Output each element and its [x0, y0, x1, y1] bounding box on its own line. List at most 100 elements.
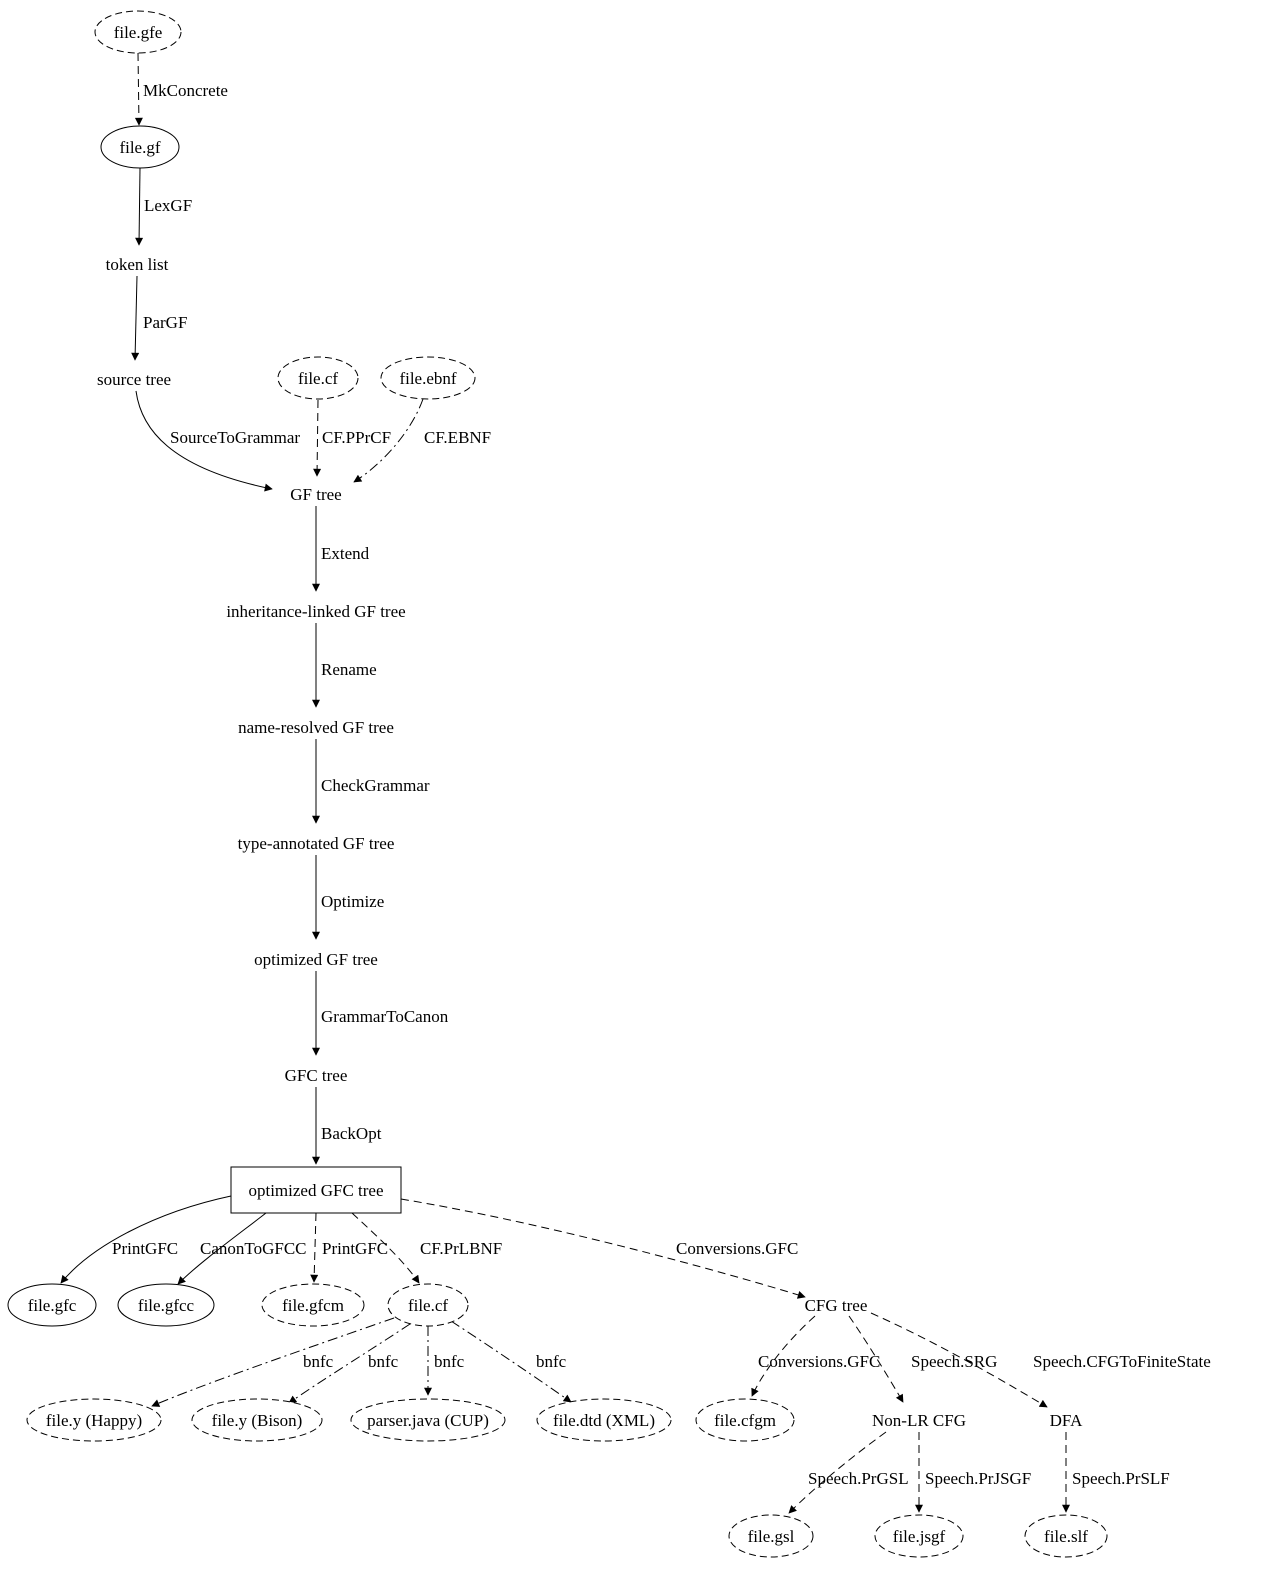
node-label: file.dtd (XML) [553, 1411, 655, 1430]
node-file-jsgf: file.jsgf [874, 1514, 964, 1558]
node-non-lr-cfg: Non-LR CFG [872, 1411, 966, 1430]
edge-label: Speech.SRG [911, 1352, 997, 1371]
node-token-list: token list [106, 255, 169, 274]
node-label: file.y (Happy) [46, 1411, 142, 1430]
node-ellipse [100, 125, 180, 169]
edge-file-cf-input-to-gf-tree: CF.PPrCF [313, 399, 391, 477]
node-label: file.cf [408, 1296, 448, 1315]
node-ellipse [380, 356, 476, 400]
edge-label: bnfc [536, 1352, 567, 1371]
edge-non-lr-cfg-to-file-gsl: Speech.PrGSL [788, 1431, 909, 1514]
node-label: DFA [1050, 1411, 1083, 1430]
edge-label: CF.PPrCF [322, 428, 391, 447]
edge-label: Speech.PrSLF [1072, 1469, 1170, 1488]
node-file-gfcm: file.gfcm [261, 1283, 365, 1327]
edge-file-cf-output-to-file-y-happy: bnfc [151, 1317, 395, 1407]
node-label: file.gfe [114, 23, 163, 42]
node-file-gf: file.gf [100, 125, 180, 169]
node-cfg-tree: CFG tree [805, 1296, 868, 1315]
node-file-y-happy: file.y (Happy) [26, 1398, 162, 1442]
edge-gf-tree-to-inheritance-linked-gf-tree: Extend [312, 506, 370, 592]
edge-label: MkConcrete [143, 81, 228, 100]
edge-file-ebnf-to-gf-tree: CF.EBNF [353, 398, 491, 483]
edge-label: Conversions.GFC [676, 1239, 798, 1258]
edge-label: bnfc [368, 1352, 399, 1371]
node-label: file.gfcc [138, 1296, 195, 1315]
edge-label: BackOpt [321, 1124, 382, 1143]
edge-line-solid [135, 390, 273, 492]
node-file-gfc: file.gfc [7, 1283, 97, 1327]
edge-optimized-gfc-tree-to-cfg-tree: Conversions.GFC [400, 1198, 806, 1299]
edge-line-dashed [400, 1198, 806, 1299]
edge-optimized-gfc-tree-to-file-gfcm: PrintGFC [310, 1212, 388, 1283]
node-label: file.cfgm [714, 1411, 776, 1430]
node-ellipse [350, 1398, 506, 1442]
edge-label: PrintGFC [112, 1239, 178, 1258]
node-label: file.gfcm [282, 1296, 344, 1315]
edge-cfg-tree-to-dfa: Speech.CFGToFiniteState [870, 1312, 1211, 1408]
node-type-annotated-gf-tree: type-annotated GF tree [238, 834, 395, 853]
edge-label: PrintGFC [322, 1239, 388, 1258]
edge-label: bnfc [434, 1352, 465, 1371]
edge-dfa-to-file-slf: Speech.PrSLF [1062, 1432, 1170, 1513]
edge-label: CF.EBNF [424, 428, 491, 447]
node-ellipse [387, 1283, 469, 1327]
edge-name-resolved-gf-tree-to-type-annotated-gf-tree: CheckGrammar [312, 739, 430, 824]
edge-label: SourceToGrammar [170, 428, 300, 447]
node-label: optimized GF tree [254, 950, 378, 969]
edge-gfc-tree-to-optimized-gfc-tree: BackOpt [312, 1087, 382, 1165]
node-label: file.gfc [28, 1296, 77, 1315]
node-label: name-resolved GF tree [238, 718, 394, 737]
node-optimized-gf-tree: optimized GF tree [254, 950, 378, 969]
edge-optimized-gfc-tree-to-file-gfcc: CanonToGFCC [177, 1212, 307, 1285]
node-file-gfcc: file.gfcc [117, 1283, 215, 1327]
node-label: CFG tree [805, 1296, 868, 1315]
edge-line-solid [177, 1212, 267, 1285]
node-file-dtd-xml: file.dtd (XML) [536, 1398, 672, 1442]
node-label: file.gsl [748, 1527, 795, 1546]
edge-label: CheckGrammar [321, 776, 430, 795]
edge-cfg-tree-to-file-cfgm: Conversions.GFC [751, 1315, 880, 1397]
node-ellipse [728, 1514, 814, 1558]
node-file-gsl: file.gsl [728, 1514, 814, 1558]
node-inheritance-linked-gf-tree: inheritance-linked GF tree [226, 602, 405, 621]
edge-line-solid [135, 167, 144, 246]
node-label: source tree [97, 370, 171, 389]
edge-label: Rename [321, 660, 377, 679]
edge-optimized-gfc-tree-to-file-cf-output: CF.PrLBNF [351, 1212, 502, 1284]
edge-label: CanonToGFCC [200, 1239, 307, 1258]
edge-source-tree-to-gf-tree: SourceToGrammar [135, 390, 300, 492]
node-ellipse [874, 1514, 964, 1558]
edge-file-gf-to-token-list: LexGF [135, 167, 192, 246]
node-label: file.y (Bison) [212, 1411, 303, 1430]
edge-line-dashed [848, 1315, 904, 1403]
node-label: file.gf [119, 138, 160, 157]
edge-optimized-gfc-tree-to-file-gfc: PrintGFC [60, 1195, 232, 1284]
edge-label: Speech.PrGSL [808, 1469, 909, 1488]
edge-file-cf-output-to-file-y-bison: bnfc [288, 1323, 411, 1404]
edge-type-annotated-gf-tree-to-optimized-gf-tree: Optimize [312, 855, 384, 940]
node-ellipse [26, 1398, 162, 1442]
node-file-slf: file.slf [1024, 1514, 1108, 1558]
node-label: file.jsgf [893, 1527, 946, 1546]
edge-label: Optimize [321, 892, 384, 911]
edge-inheritance-linked-gf-tree-to-name-resolved-gf-tree: Rename [312, 623, 377, 708]
edge-label: Speech.PrJSGF [925, 1469, 1031, 1488]
node-label: type-annotated GF tree [238, 834, 395, 853]
node-ellipse [695, 1398, 795, 1442]
edge-line-dashed [310, 1212, 319, 1283]
edge-non-lr-cfg-to-file-jsgf: Speech.PrJSGF [915, 1432, 1031, 1513]
edge-line-dashed [134, 52, 143, 126]
node-parser-java-cup: parser.java (CUP) [350, 1398, 506, 1442]
node-ellipse [7, 1283, 97, 1327]
edge-label: LexGF [144, 196, 192, 215]
node-ellipse [261, 1283, 365, 1327]
node-dfa: DFA [1050, 1411, 1083, 1430]
edge-label: Conversions.GFC [758, 1352, 880, 1371]
node-ellipse [536, 1398, 672, 1442]
node-ellipse [94, 10, 182, 54]
edge-file-gfe-to-file-gf: MkConcrete [134, 52, 228, 126]
node-ellipse [1024, 1514, 1108, 1558]
node-file-gfe: file.gfe [94, 10, 182, 54]
